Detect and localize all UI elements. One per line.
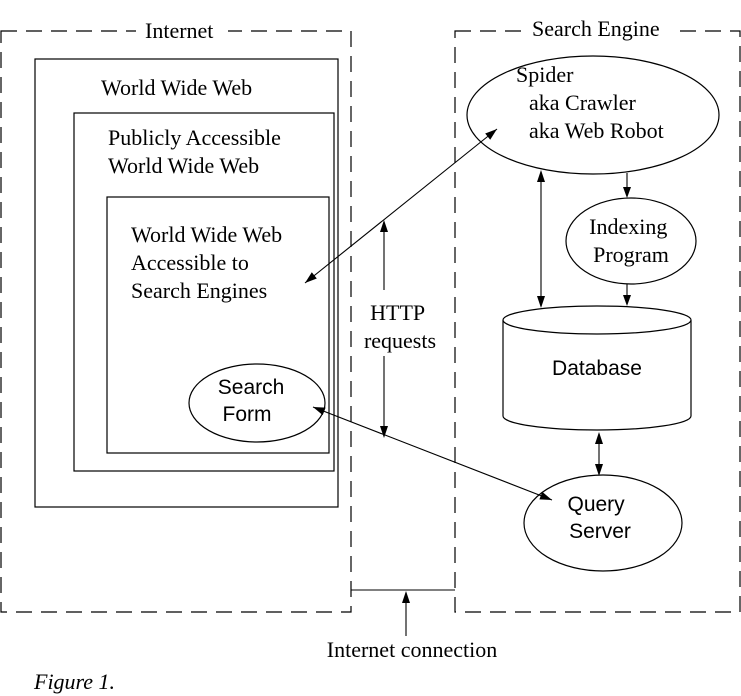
spider-to-web-arrow (304, 128, 498, 284)
http-line-1: HTTP (370, 300, 425, 325)
accessible-www-line-2: Accessible to (131, 250, 249, 275)
spider-label: Spider aka Crawler aka Web Robot (516, 62, 664, 143)
internet-label-mask (136, 18, 228, 44)
form-query-line (312, 406, 553, 501)
accessible-www-box (106, 196, 330, 454)
internet-connection-label: Internet connection (327, 637, 497, 662)
indexing-program-label: Indexing Program (589, 214, 673, 267)
search-engine-label: Search Engine (532, 16, 660, 41)
spider-line-3: aka Web Robot (529, 118, 664, 143)
spider-web-line (304, 128, 498, 284)
spider-web-head-bottom (305, 272, 317, 283)
spider-database-arrow (537, 170, 545, 308)
indexing-program-ellipse (565, 197, 697, 285)
spider-line-1: Spider (516, 62, 574, 87)
http-requests-arrow (380, 220, 388, 438)
search-engine-region (454, 30, 741, 613)
internet-region (0, 30, 352, 613)
index-db-head (623, 295, 631, 306)
indexing-line-2: Program (593, 242, 669, 267)
spider-indexing-arrow (623, 173, 631, 198)
indexing-database-arrow (623, 284, 631, 306)
spider-index-head (623, 187, 631, 198)
accessible-www-label: World Wide Web Accessible to Search Engi… (131, 222, 288, 303)
database-label: Database (552, 357, 642, 380)
accessible-www-line-1: World Wide Web (131, 222, 282, 247)
internet-connection-head (402, 591, 410, 603)
search-form-ellipse (188, 363, 326, 443)
database-body (502, 320, 692, 431)
spider-line-2: aka Crawler (529, 90, 637, 115)
db-query-head-top (595, 432, 603, 444)
public-www-line-1: Publicly Accessible (108, 125, 281, 150)
spider-web-head-top (485, 129, 497, 140)
form-query-head-left (313, 407, 326, 416)
figure-caption: Figure 1. (33, 669, 115, 694)
spider-ellipse (466, 55, 720, 175)
query-server-line-1: Query (567, 493, 625, 516)
www-box (34, 58, 339, 508)
www-label: World Wide Web (101, 75, 252, 100)
search-form-label: Search Form (218, 376, 290, 426)
search-form-line-2: Form (223, 403, 272, 426)
database-cylinder (502, 305, 692, 431)
form-query-head-right (539, 491, 552, 500)
http-line-2: requests (364, 328, 436, 353)
indexing-line-1: Indexing (589, 214, 667, 239)
query-server-label: Query Server (567, 493, 630, 543)
internet-label: Internet (145, 18, 213, 43)
http-head-top (380, 220, 388, 232)
database-top (502, 305, 692, 335)
public-www-line-2: World Wide Web (108, 153, 259, 178)
query-server-line-2: Server (569, 520, 631, 543)
public-www-label: Publicly Accessible World Wide Web (108, 125, 286, 178)
accessible-www-line-3: Search Engines (131, 278, 267, 303)
search-engine-label-mask (523, 17, 675, 43)
http-requests-label: HTTP requests (364, 300, 436, 353)
public-www-box (73, 112, 335, 472)
spider-db-head-bottom (537, 296, 545, 308)
db-query-head-bottom (595, 464, 603, 476)
internet-connection-arrow (402, 591, 410, 636)
spider-db-head-top (537, 170, 545, 182)
query-server-ellipse (523, 474, 683, 572)
search-form-line-1: Search (218, 376, 285, 399)
form-to-query-arrow (312, 406, 553, 501)
http-head-bottom (380, 426, 388, 438)
database-query-arrow (595, 432, 603, 476)
